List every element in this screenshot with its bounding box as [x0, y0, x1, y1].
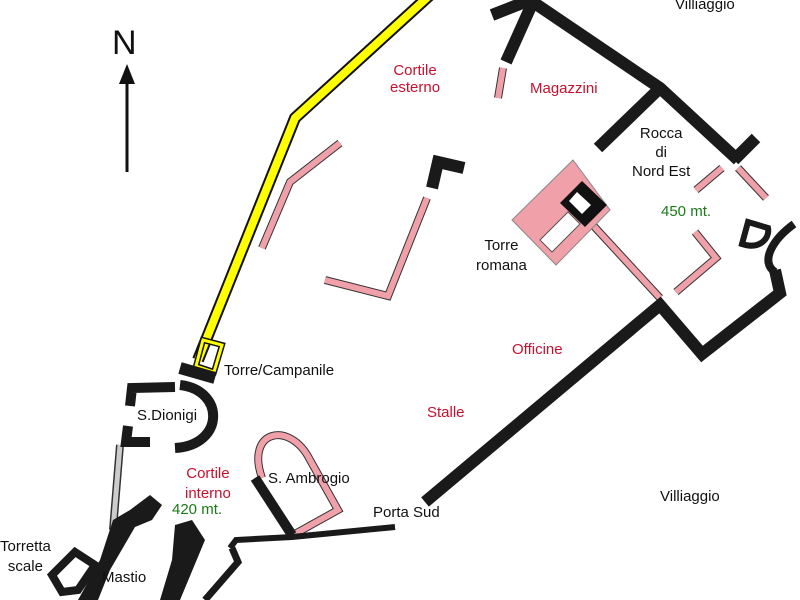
label-stalle: Stalle	[427, 404, 465, 421]
label-altitude-450: 450 mt.	[661, 203, 712, 220]
label-line: scale	[7, 558, 43, 575]
label-line: Torretta	[0, 538, 51, 555]
mastio-building	[46, 495, 205, 600]
label-s-dionigi: S.Dionigi	[137, 407, 198, 424]
label-cortile-esterno: Cortile esterno	[390, 62, 440, 96]
ruin-walls	[109, 67, 769, 539]
label-line: Rocca	[639, 125, 683, 142]
label-line: Cortile	[186, 465, 230, 482]
label-line: esterno	[390, 79, 441, 96]
label-s-ambrogio: S. Ambrogio	[268, 470, 350, 487]
label-porta-sud: Porta Sud	[373, 504, 440, 521]
yellow-wall	[192, 0, 434, 376]
label-mastio: Mastio	[102, 569, 147, 586]
label-rocca-nord-est: Rocca di Nord Est	[632, 124, 690, 181]
label-torretta-scale: Torretta scale	[0, 537, 51, 577]
label-line: Nord Est	[632, 163, 691, 180]
label-line: romana	[476, 257, 527, 274]
label-magazzini: Magazzini	[530, 80, 598, 97]
torre-romana-building	[511, 159, 611, 266]
label-line: Cortile	[393, 62, 437, 79]
label-line: di	[655, 144, 668, 161]
north-label: N	[112, 24, 137, 62]
label-torre-romana: Torre romana	[476, 236, 527, 276]
label-torre-campanile: Torre/Campanile	[224, 362, 335, 379]
label-altitude-420: 420 mt.	[172, 501, 223, 518]
label-line: Torre	[484, 237, 519, 254]
label-line: interno	[185, 485, 231, 502]
label-villaggio-south: Villiaggio	[660, 488, 720, 505]
north-arrow-icon	[119, 64, 135, 172]
label-cortile-interno: Cortile interno	[185, 464, 231, 504]
castle-walls	[120, 0, 797, 600]
label-officine: Officine	[512, 341, 563, 358]
label-villaggio-north: Villiaggio	[675, 0, 735, 13]
